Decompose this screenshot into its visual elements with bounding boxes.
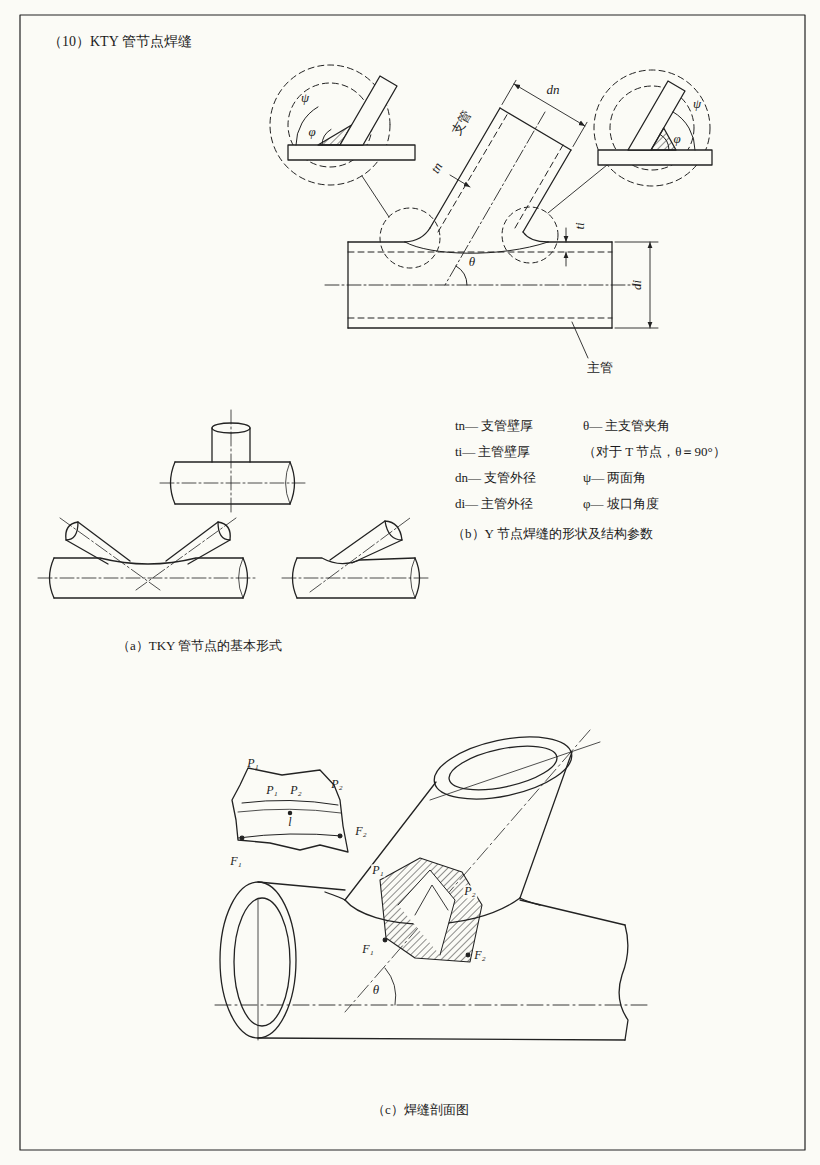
point-label: P₂ [290, 784, 302, 797]
sub-caption: （b）Y 节点焊缝的形状及结构参数 [452, 527, 653, 541]
weld-section-drawing [215, 726, 650, 1040]
legend-text: dn— 支管外径 [455, 471, 536, 485]
dimension-label: di [630, 280, 644, 290]
point-label: F₂ [355, 825, 367, 838]
legend-text: ti— 主管壁厚 [455, 445, 530, 459]
dimension-label: tn [428, 160, 445, 176]
part-name: 主管 [587, 361, 613, 375]
legend-text: di— 主管外径 [455, 497, 533, 511]
point-label: l [288, 816, 291, 829]
sub-caption: （c）焊缝剖面图 [372, 1103, 469, 1117]
point-label: P₂ [463, 885, 477, 898]
angle-label: φ [308, 125, 315, 139]
point-label: P₁ [371, 864, 385, 877]
point-label: P₂ [331, 778, 343, 791]
part-name: 支管 [449, 108, 474, 138]
angle-label: ψ [693, 97, 701, 111]
legend-text: θ— 主支管夹角 [583, 419, 670, 433]
sub-caption: （a）TKY 管节点的基本形式 [117, 639, 282, 653]
point-label: F₁ [361, 943, 375, 956]
dimension-label: dn [547, 83, 560, 97]
point-label: F₁ [230, 855, 242, 868]
point-label: P₁ [247, 757, 259, 770]
weld-detail-right [594, 70, 712, 186]
page-border [20, 15, 805, 1150]
tky-basic-forms [38, 410, 428, 598]
angle-label: ψ [301, 91, 309, 105]
legend-text: φ— 坡口角度 [583, 497, 659, 511]
angle-label: θ [372, 983, 380, 997]
weld-detail-left [270, 65, 415, 185]
point-label: F₂ [473, 949, 487, 962]
legend-text: （对于 T 节点，θ＝90°） [583, 445, 726, 459]
legend-text: ψ— 两面角 [583, 471, 646, 485]
angle-label: φ [673, 132, 680, 146]
figure-title: （10）KTY 管节点焊缝 [48, 34, 192, 49]
angle-label: θ [469, 255, 475, 269]
point-label: P₁ [266, 784, 278, 797]
dimension-label: ti [573, 222, 587, 229]
legend-text: tn— 支管壁厚 [455, 419, 533, 433]
